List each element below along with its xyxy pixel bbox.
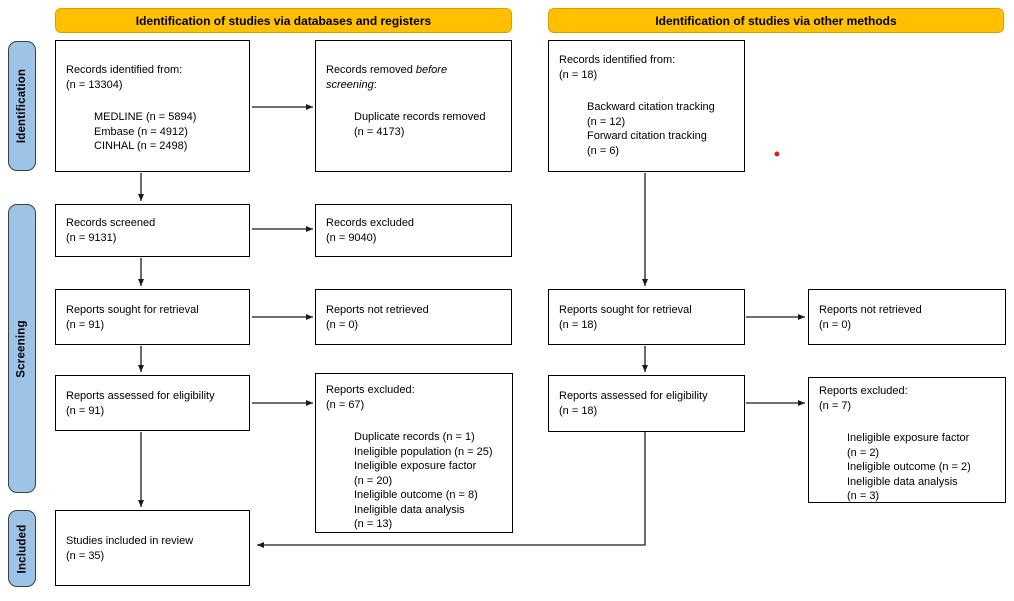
text-line: (n = 20) (354, 474, 393, 487)
box-reports-excluded-other: Reports excluded: (n = 7) Ineligible exp… (808, 377, 1006, 503)
spacer-line (326, 412, 508, 430)
text-line: Records excluded (326, 217, 415, 229)
text-line: (n = 6) (587, 144, 620, 157)
text-line: (n = 2) (847, 446, 880, 459)
stage-label-text: Screening (16, 319, 28, 378)
spacer-line (326, 92, 507, 110)
text-line: Reports assessed for eligibility (559, 390, 708, 402)
text-line: (n = 0) (819, 318, 852, 331)
text-line: (n = 4173) (354, 125, 405, 138)
text-line: Reports excluded: (819, 385, 908, 397)
text-line: Forward citation tracking (587, 130, 707, 142)
text-line: screening: (326, 78, 377, 91)
banner-other-methods: Identification of studies via other meth… (548, 8, 1004, 33)
arrow-other-assessed-to-included (257, 432, 646, 548)
stage-label-text: Identification (16, 68, 29, 144)
text-line: (n = 13) (354, 518, 393, 530)
spacer-line (66, 92, 245, 110)
box-reports-assessed-databases: Reports assessed for eligibility (n = 91… (55, 375, 250, 431)
text-line: Records removed before (326, 64, 448, 76)
text-line: (n = 91) (66, 318, 105, 331)
text-line: (n = 9040) (326, 231, 377, 244)
box-reports-sought-other: Reports sought for retrieval (n = 18) (548, 289, 745, 345)
box-records-excluded: Records excluded (n = 9040) (315, 204, 512, 257)
text-line: Duplicate records (n = 1) (354, 431, 475, 443)
text-line: Reports assessed for eligibility (66, 390, 215, 402)
box-reports-excluded-databases: Reports excluded: (n = 67) Duplicate rec… (315, 373, 513, 533)
text-line: MEDLINE (n = 5894) (94, 111, 197, 123)
text-line: (n = 18) (559, 404, 598, 417)
stage-label-included: Included (8, 510, 36, 587)
text-line: (n = 3) (847, 490, 880, 502)
box-records-removed-before-screening: Records removed before screening: Duplic… (315, 40, 512, 172)
text-line: (n = 13304) (66, 78, 123, 91)
text-line: (n = 67) (326, 398, 365, 411)
text-line: (n = 0) (326, 318, 359, 331)
spacer-line (819, 413, 1001, 431)
text-line: (n = 18) (559, 318, 598, 331)
text-line: Ineligible outcome (n = 8) (354, 489, 478, 501)
text-line: (n = 12) (587, 115, 626, 128)
stage-label-screening: Screening (8, 204, 36, 493)
text-line: Reports sought for retrieval (66, 304, 199, 316)
text-line: Ineligible data analysis (847, 475, 958, 488)
text-line: Ineligible exposure factor (847, 432, 970, 444)
text-line: Reports not retrieved (326, 304, 429, 316)
box-records-identified-databases: Records identified from: (n = 13304) MED… (55, 40, 250, 172)
box-studies-included: Studies included in review (n = 35) (55, 510, 250, 586)
text-line: Ineligible outcome (n = 2) (847, 461, 971, 473)
text-line: Ineligible population (n = 25) (354, 445, 493, 458)
text-line: (n = 35) (66, 549, 105, 562)
text-line: (n = 18) (559, 68, 598, 81)
text-line: Embase (n = 4912) (94, 125, 188, 138)
stray-red-dot (774, 151, 780, 157)
text-line: Records identified from: (66, 64, 183, 76)
text-line: (n = 9131) (66, 231, 117, 244)
text-line: Reports not retrieved (819, 304, 922, 316)
box-reports-not-retrieved-databases: Reports not retrieved (n = 0) (315, 289, 512, 345)
text-line: Reports excluded: (326, 384, 415, 396)
text-line: Duplicate records removed (354, 111, 486, 123)
box-reports-sought-databases: Reports sought for retrieval (n = 91) (55, 289, 250, 345)
banner-databases-registers: Identification of studies via databases … (55, 8, 512, 33)
stage-label-text: Included (16, 524, 29, 573)
box-records-identified-other: Records identified from: (n = 18) Backwa… (548, 40, 745, 172)
text-line: CINHAL (n = 2498) (94, 140, 188, 152)
stage-label-identification: Identification (8, 41, 36, 171)
spacer-line (559, 82, 740, 100)
text-line: (n = 91) (66, 404, 105, 417)
text-line: (n = 7) (819, 399, 852, 412)
text-line: Reports sought for retrieval (559, 304, 692, 316)
text-line: Studies included in review (66, 535, 194, 547)
text-line: Backward citation tracking (587, 101, 715, 113)
text-line: Records identified from: (559, 54, 676, 66)
text-line: Ineligible exposure factor (354, 460, 477, 472)
box-reports-not-retrieved-other: Reports not retrieved (n = 0) (808, 289, 1006, 345)
box-records-screened: Records screened (n = 9131) (55, 204, 250, 257)
box-reports-assessed-other: Reports assessed for eligibility (n = 18… (548, 375, 745, 432)
text-line: Ineligible data analysis (354, 503, 465, 516)
text-line: Records screened (66, 217, 156, 229)
